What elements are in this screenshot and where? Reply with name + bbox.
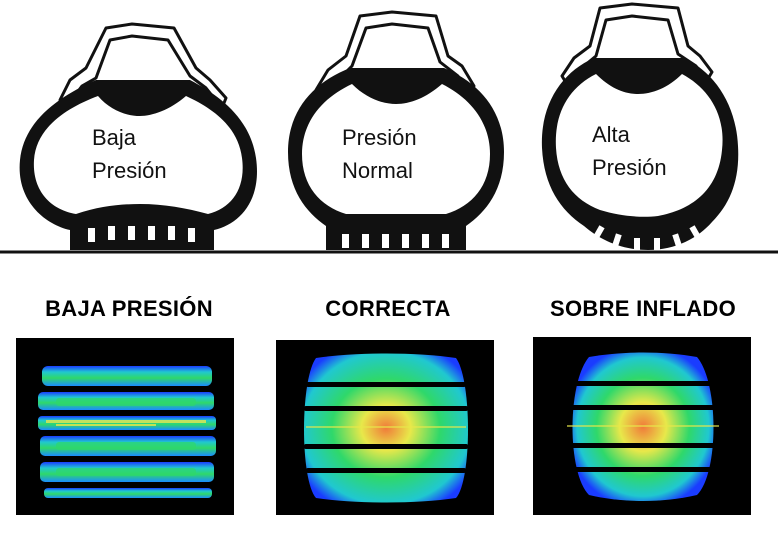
tread-gaps: [593, 225, 701, 250]
footprint-heading-over: SOBRE INFLADO: [549, 296, 737, 321]
tire-air: [33, 96, 243, 214]
tire-label-line2: Presión: [592, 155, 667, 180]
tire-air: [302, 84, 490, 214]
tire-label-line2: Normal: [342, 158, 413, 183]
tire-low-pressure: Baja Presión: [19, 22, 257, 250]
tire-label-line2: Presión: [92, 158, 167, 183]
tire-high-pressure: Alta Presión: [541, 2, 739, 250]
footprint-image-low: [16, 338, 234, 515]
tire-normal-pressure: Presión Normal: [288, 10, 504, 250]
tread-gaps: [88, 226, 195, 242]
tire-air: [555, 74, 723, 217]
footprint-low-graphic: [38, 366, 216, 498]
tire-label-line1: Alta: [592, 122, 631, 147]
footprint-over-graphic: [567, 352, 719, 501]
tire-label-line1: Presión: [342, 125, 417, 150]
footprint-image-correct: [276, 340, 494, 515]
footprint-correct-graphic: [304, 353, 468, 503]
tire-label-line1: Baja: [92, 125, 137, 150]
footprint-image-over: [533, 337, 751, 515]
footprint-heading-correct: CORRECTA: [325, 296, 451, 321]
footprint-heading-low: BAJA PRESIÓN: [45, 296, 213, 321]
tread-gaps: [342, 234, 449, 248]
